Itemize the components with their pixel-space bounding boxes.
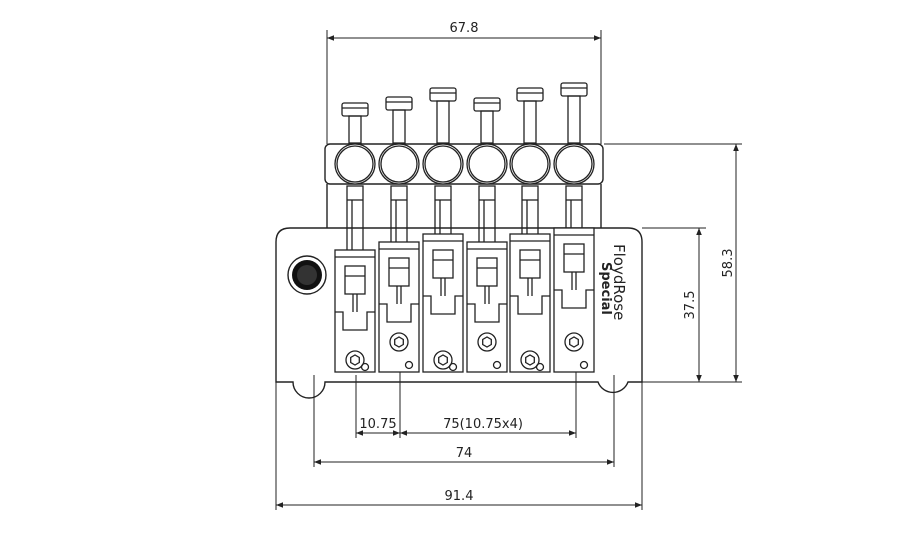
saddle-body [422, 233, 464, 373]
saddle-hex-screw [345, 350, 365, 370]
tuner-housing [324, 143, 604, 185]
dim-label-plate-height: 37.5 [683, 291, 698, 320]
saddle-hex-screw [389, 332, 409, 352]
fine-tuner-screw-head [341, 102, 369, 117]
saddle-clamp [476, 257, 498, 287]
saddle-hex-screw [433, 350, 453, 370]
saddle-clamp [519, 249, 541, 279]
string-saddle-assembly [509, 87, 551, 373]
fine-tuner-screw-shaft [348, 115, 362, 144]
saddle-hex-screw [564, 332, 584, 352]
fine-tuner-screw-head [429, 87, 457, 102]
fine-tuner-screw-head [560, 82, 588, 97]
fine-tuner-knob [334, 143, 376, 185]
dim-label-top-width: 67.8 [450, 21, 479, 36]
dim-label-total-height: 58.3 [721, 249, 736, 278]
mounting-hole [287, 255, 327, 295]
fine-tuner-knob [466, 143, 508, 185]
brand-model: Special [598, 262, 613, 315]
fine-tuner-screw-shaft [480, 110, 494, 144]
dim-label-post-spacing: 74 [456, 446, 473, 461]
dim-label-saddle-span: 75(10.75x4) [443, 417, 523, 432]
saddle-clamp [344, 265, 366, 295]
base-plate [275, 227, 643, 399]
fine-tuner-screw-head [473, 97, 501, 112]
fine-tuner-knob [378, 143, 420, 185]
fine-tuner-knob [422, 143, 464, 185]
string-saddle-assembly [466, 97, 508, 373]
saddle-hex-screw [477, 332, 497, 352]
fine-tuner-screw-head [385, 96, 413, 111]
fine-tuner-screw-shaft [567, 95, 581, 144]
string-saddle-assembly [553, 82, 595, 373]
dim-label-saddle-spacing: 10.75 [359, 417, 396, 432]
saddle-clamp [563, 243, 585, 273]
fine-tuner-screw-shaft [392, 109, 406, 144]
saddle-hex-screw [520, 350, 540, 370]
string-saddle-assembly [334, 102, 376, 373]
brand-name: FloydRose [610, 244, 628, 320]
saddle-body [466, 241, 508, 373]
fine-tuner-screw-shaft [523, 100, 537, 144]
fine-tuner-knob [553, 143, 595, 185]
saddle-body [378, 241, 420, 373]
string-saddle-assembly [422, 87, 464, 373]
saddle-clamp [432, 249, 454, 279]
fine-tuner-screw-head [516, 87, 544, 102]
dim-label-total-width: 91.4 [445, 489, 474, 504]
string-saddle-assembly [378, 96, 420, 373]
saddle-clamp [388, 257, 410, 287]
fine-tuner-knob [509, 143, 551, 185]
saddle-body [509, 233, 551, 373]
fine-tuner-screw-shaft [436, 100, 450, 144]
